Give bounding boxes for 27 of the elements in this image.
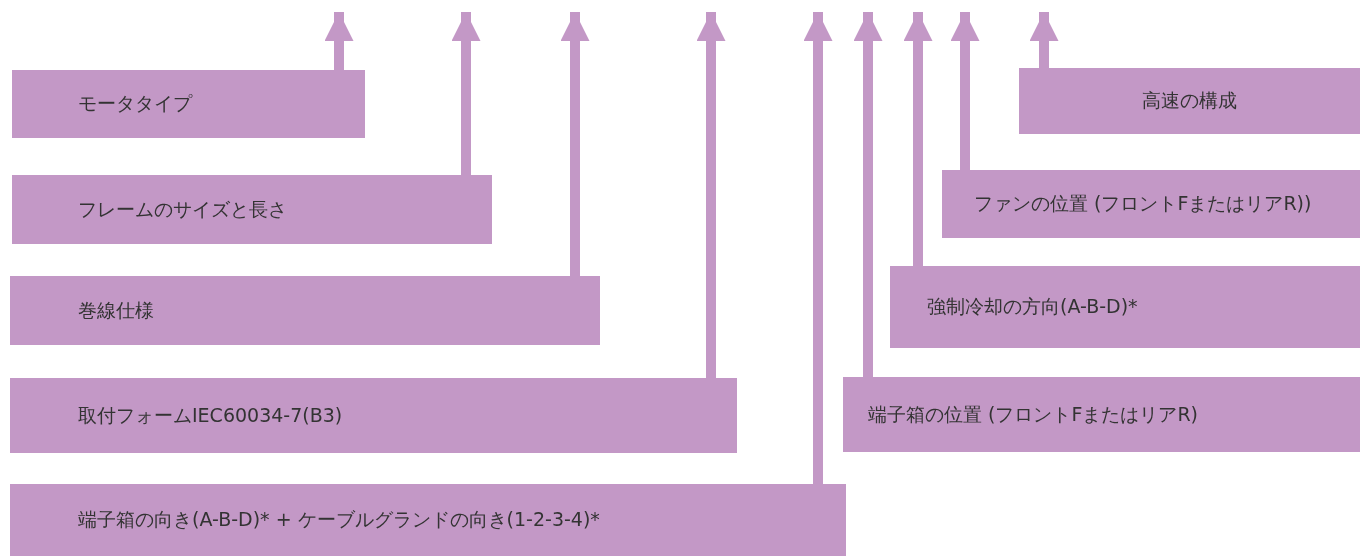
arrow: [560, 12, 590, 276]
box-label: 端子箱の位置 (フロントFまたはリアR): [868, 402, 1198, 427]
box-label: 強制冷却の方向(A-B-D)*: [927, 295, 1138, 319]
arrow: [903, 12, 933, 266]
label-box: [890, 266, 1360, 348]
label-box: [12, 175, 492, 244]
label-box: [1019, 68, 1360, 134]
box-label: ファンの位置 (フロントFまたはリアR)): [974, 192, 1312, 216]
box-label: フレームのサイズと長さ: [78, 197, 287, 222]
box-label: 高速の構成: [1142, 89, 1237, 113]
arrow: [853, 12, 883, 377]
label-box: [10, 484, 846, 556]
arrow: [451, 12, 481, 175]
box-label: 端子箱の向き(A-B-D)* + ケーブルグランドの向き(1-2-3-4)*: [78, 508, 600, 532]
arrow: [803, 12, 833, 484]
label-box: [12, 70, 365, 138]
label-box: [843, 377, 1360, 452]
box-label: 巻線仕様: [78, 298, 154, 323]
arrow: [324, 12, 354, 70]
box-label: 取付フォームIEC60034-7(B3): [78, 403, 343, 428]
label-box: [10, 276, 600, 345]
label-box: [10, 378, 737, 453]
box-label: モータタイプ: [78, 92, 192, 116]
arrow: [696, 12, 726, 378]
label-box: [942, 170, 1360, 238]
arrow: [950, 12, 980, 170]
arrow: [1029, 12, 1059, 68]
